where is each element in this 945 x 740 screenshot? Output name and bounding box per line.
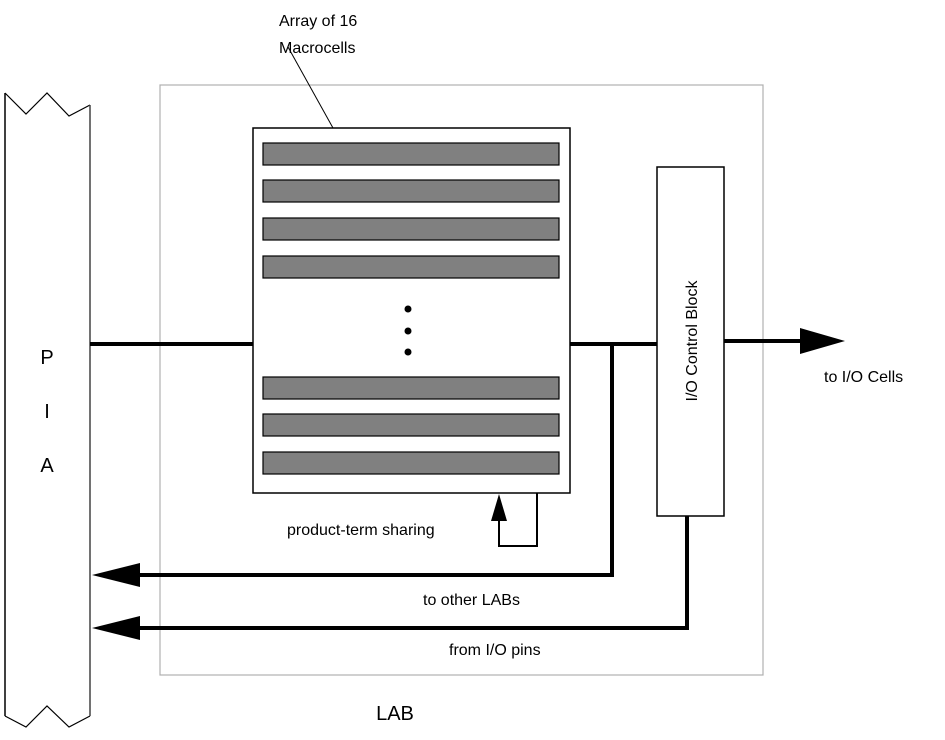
from-io-pins-arrow-head xyxy=(92,616,140,640)
pia-band: P I A xyxy=(4,92,91,728)
pia-bottom-zigzag xyxy=(4,705,91,728)
lab-label: LAB xyxy=(376,703,414,725)
callout-leader-line xyxy=(287,46,334,129)
pia-letter-p: P xyxy=(40,347,53,369)
sharing-arrow-head xyxy=(491,494,507,521)
product-term-sharing-label: product-term sharing xyxy=(287,522,435,539)
ellipsis-dot xyxy=(404,305,412,313)
to-io-cells-label: to I/O Cells xyxy=(824,369,903,386)
to-other-labs-arrow-head xyxy=(92,563,140,587)
to-io-cells-arrow-head xyxy=(800,328,845,354)
macrocell-array xyxy=(252,127,571,494)
macrocell-bar xyxy=(262,179,560,203)
product-term-sharing-loop: product-term sharing xyxy=(287,493,538,547)
macrocell-bar xyxy=(262,376,560,400)
pia-letter-a: A xyxy=(40,455,54,477)
ellipsis-dot xyxy=(404,327,412,335)
macrocell-bar xyxy=(262,413,560,437)
macrocell-bar xyxy=(262,255,560,279)
lab-box xyxy=(159,84,764,676)
pia-top-zigzag xyxy=(4,92,91,117)
macrocell-bar xyxy=(262,142,560,166)
pia-letter-i: I xyxy=(44,401,50,423)
from-io-pins-line xyxy=(120,516,689,630)
macrocell-bar xyxy=(262,451,560,475)
io-control-block-label: I/O Control Block xyxy=(684,280,701,402)
to-other-labs-line xyxy=(120,342,614,577)
from-io-pins-label: from I/O pins xyxy=(449,642,541,659)
macrocell-callout-line2: Macrocells xyxy=(279,40,355,57)
to-other-labs-label: to other LABs xyxy=(423,592,520,609)
sharing-loop-line xyxy=(498,493,538,547)
macrocell-callout-line1: Array of 16 xyxy=(279,13,357,30)
io-control-block xyxy=(656,166,725,517)
ellipsis-dot xyxy=(404,348,412,356)
macrocell-bar xyxy=(262,217,560,241)
